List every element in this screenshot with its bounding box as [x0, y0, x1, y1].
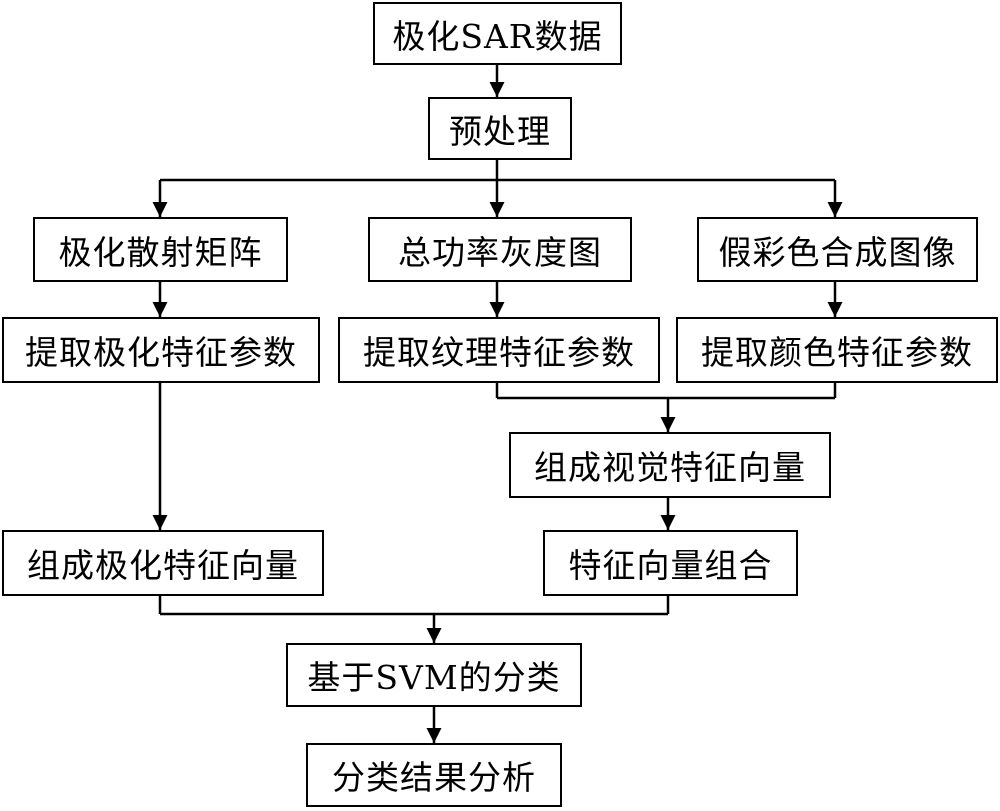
node-feature-vector-combination: 特征向量组合: [543, 530, 798, 596]
node-polsar-data: 极化SAR数据: [373, 2, 622, 65]
node-polarization-scattering-matrix: 极化散射矩阵: [33, 217, 288, 282]
node-form-polarization-feature-vector: 组成极化特征向量: [2, 530, 324, 596]
node-form-visual-feature-vector: 组成视觉特征向量: [509, 432, 831, 498]
node-preprocessing: 预处理: [428, 97, 572, 160]
node-extract-polarization-features: 提取极化特征参数: [2, 317, 320, 383]
node-extract-color-features: 提取颜色特征参数: [676, 317, 998, 383]
node-total-power-gray-image: 总功率灰度图: [368, 217, 632, 282]
node-svm-classification: 基于SVM的分类: [286, 643, 582, 707]
node-classification-result-analysis: 分类结果分析: [306, 743, 562, 807]
node-false-color-composite: 假彩色合成图像: [697, 217, 978, 282]
node-extract-texture-features: 提取纹理特征参数: [338, 317, 660, 383]
